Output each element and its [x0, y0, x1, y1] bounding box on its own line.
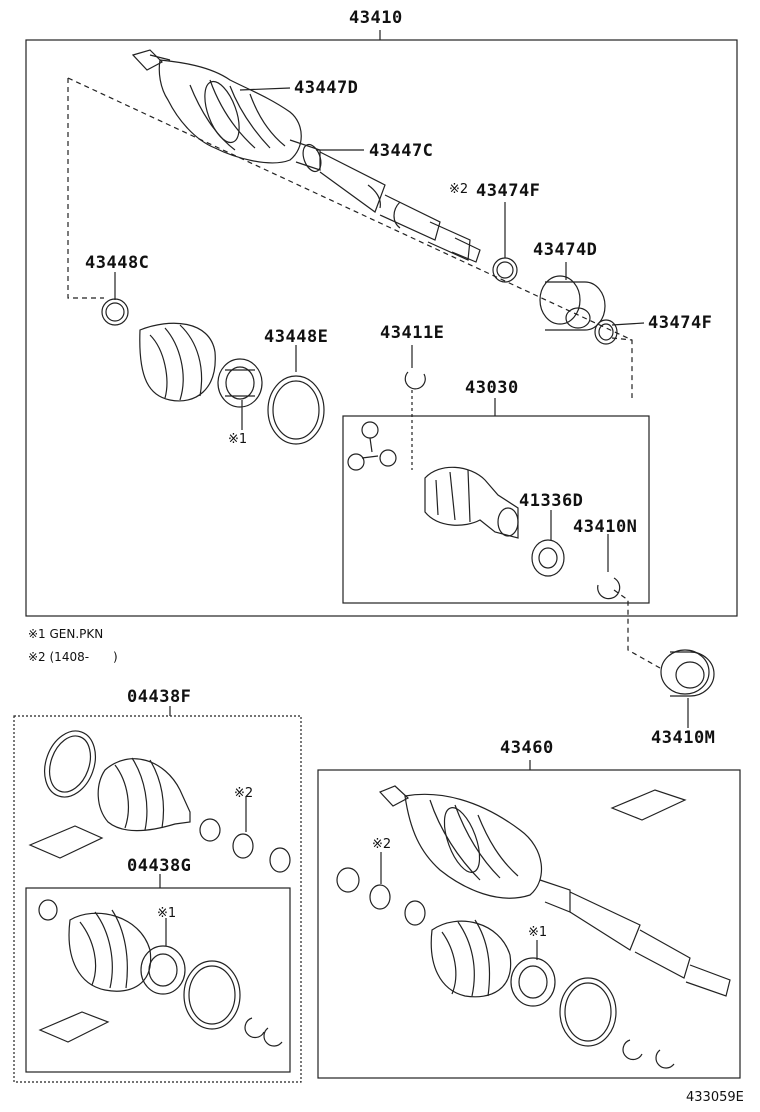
kit-f-parts [28, 730, 291, 873]
label-41336d: 41336D [519, 491, 584, 511]
label-04438f: 04438F [127, 687, 192, 707]
clamp-43474f-lower [594, 319, 618, 345]
boot-kit-f-frame [13, 715, 302, 1083]
note-2: ※2 (1408- ) [28, 650, 118, 664]
label-43474f-upper: 43474F [476, 181, 541, 201]
inboard-joint-frame [342, 415, 650, 604]
diagram-id: 433059E [686, 1090, 744, 1105]
dashed-guide-left [67, 78, 104, 299]
label-43411e: 43411E [380, 323, 445, 343]
label-43447d: 43447D [294, 78, 359, 98]
damper-43474d [539, 275, 606, 331]
label-43448c: 43448C [85, 253, 150, 273]
outboard-boot [139, 322, 216, 402]
inboard-housing [424, 466, 519, 539]
label-43410n: 43410N [573, 517, 638, 537]
label-43410: 43410 [349, 8, 403, 28]
label-43474f-lower: 43474F [648, 313, 713, 333]
label-43030: 43030 [465, 378, 519, 398]
mark-1-asm2: ※1 [528, 925, 548, 940]
snap-ring-43411e [404, 371, 426, 390]
mark-2-asm2: ※2 [372, 837, 392, 852]
label-43460: 43460 [500, 738, 554, 758]
drive-shaft-upper [131, 49, 481, 263]
mark-1-kit-g: ※1 [157, 906, 177, 921]
asm2-parts [336, 852, 675, 1069]
label-43448e: 43448E [264, 327, 329, 347]
clamp-43448c [101, 298, 129, 326]
boot-kit-g-frame [25, 887, 291, 1073]
clamp-43474f-upper [492, 257, 518, 283]
bearing-43410m [660, 649, 710, 695]
tripod-joint [347, 421, 397, 471]
label-04438g: 04438G [127, 856, 192, 876]
drive-shaft-lower [378, 785, 731, 997]
dashed-guide-diagonal [67, 77, 633, 398]
main-assembly-frame [25, 39, 738, 617]
kit-g-parts [38, 899, 283, 1047]
label-43474d: 43474D [533, 240, 598, 260]
snap-ring-43410n [597, 577, 621, 600]
mark-1-main: ※1 [228, 432, 248, 447]
note-1: ※1 GEN.PKN [28, 627, 104, 641]
seal-41336d [531, 539, 565, 577]
outboard-joint [217, 358, 263, 408]
shaft-assembly-2-frame [317, 769, 741, 1079]
mark-2-kit-f: ※2 [234, 786, 254, 801]
label-43410m: 43410M [651, 728, 716, 748]
label-43447c: 43447C [369, 141, 434, 161]
mark-2-upper: ※2 [449, 182, 469, 197]
ring-43448e [267, 375, 325, 445]
